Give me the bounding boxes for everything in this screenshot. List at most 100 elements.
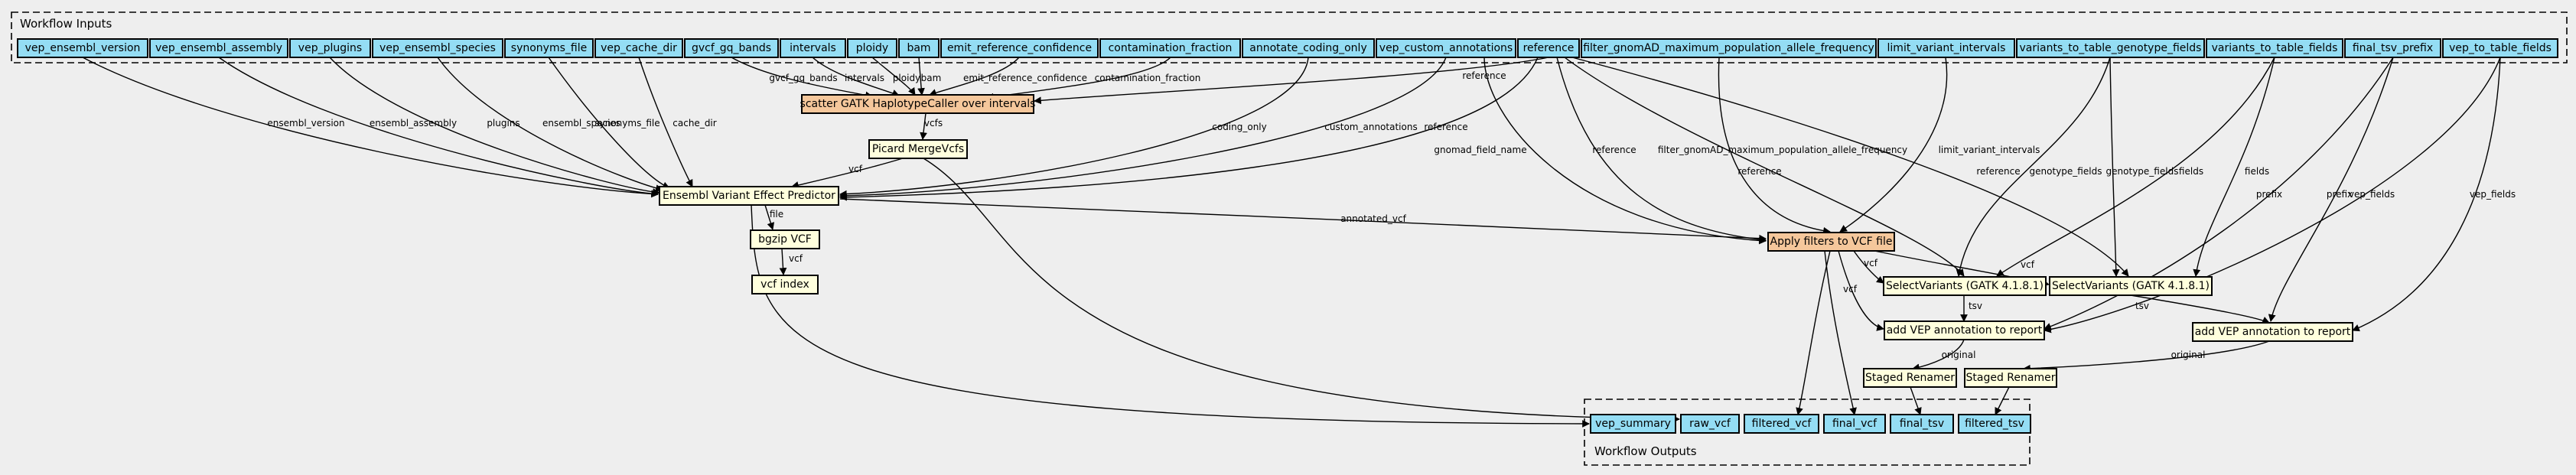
node-label: Staged Renamer (1966, 372, 2056, 384)
node-step-vcf-index[interactable]: vcf index (751, 275, 819, 294)
node-in-synonyms-file[interactable]: synonyms_file (504, 38, 594, 58)
edge-path (929, 57, 1020, 96)
edge-8 (871, 57, 916, 96)
node-box (801, 94, 1034, 114)
node-in-filter-gnomad[interactable]: filter_gnomAD_maximum_population_allele_… (1581, 38, 1877, 58)
edge-15 (839, 57, 1309, 198)
node-box (17, 38, 148, 58)
edge-32 (2268, 57, 2394, 322)
node-in-final-tsv-prefix[interactable]: final_tsv_prefix (2344, 38, 2441, 58)
edge-label-genotype-fields-2: genotype_fields (2106, 166, 2179, 177)
node-in-vep-cache-dir[interactable]: vep_cache_dir (594, 38, 683, 58)
node-step-mergevcfs[interactable]: Picard MergeVcfs (868, 139, 968, 159)
node-label: vep_ensembl_species (379, 42, 496, 54)
node-step-selectvariants-1[interactable]: SelectVariants (GATK 4.1.8.1) (1883, 276, 2047, 296)
node-out-filtered-vcf[interactable]: filtered_vcf (1744, 414, 1819, 434)
edge-12 (1034, 57, 1549, 105)
node-in-limit-variant-intervals[interactable]: limit_variant_intervals (1877, 38, 2015, 58)
node-in-annotate-coding-only[interactable]: annotate_coding_only (1242, 38, 1375, 58)
edge-0 (82, 57, 659, 198)
node-out-vep-summary[interactable]: vep_summary (1590, 414, 1676, 434)
node-out-filtered-tsv[interactable]: filtered_tsv (1958, 414, 2031, 434)
node-step-bgzip[interactable]: bgzip VCF (750, 229, 820, 249)
node-in-contamination-fraction[interactable]: contamination_fraction (1099, 38, 1241, 58)
edge-9 (917, 57, 925, 96)
edge-31 (2044, 57, 2394, 330)
edge-path (1853, 250, 1884, 284)
edge-path (1839, 57, 1948, 233)
edge-14 (791, 158, 904, 189)
node-label: synonyms_file (511, 42, 587, 54)
node-in-vep-ensembl-version[interactable]: vep_ensembl_version (17, 38, 148, 58)
node-box (2049, 276, 2213, 296)
node-box (940, 38, 1099, 58)
node-label: variants_to_table_fields (2212, 42, 2338, 54)
node-step-haplotypecaller[interactable]: scatter GATK HaplotypeCaller over interv… (800, 94, 1036, 114)
node-label: filter_gnomAD_maximum_population_allele_… (1583, 42, 1874, 54)
node-in-variants-to-table-genotype-fields[interactable]: variants_to_table_genotype_fields (2016, 38, 2205, 58)
node-step-renamer-2[interactable]: Staged Renamer (1964, 368, 2057, 388)
node-in-ploidy[interactable]: ploidy (847, 38, 897, 58)
edge-1 (218, 57, 659, 198)
node-box (1376, 38, 1516, 58)
node-in-variants-to-table-fields[interactable]: variants_to_table_fields (2206, 38, 2343, 58)
node-label: final_tsv (1900, 418, 1944, 430)
edge-label-ensembl-version: ensembl_version (267, 118, 344, 129)
node-step-renamer-1[interactable]: Staged Renamer (1863, 368, 1957, 388)
node-out-final-vcf[interactable]: final_vcf (1823, 414, 1886, 434)
node-label: SelectVariants (GATK 4.1.8.1) (1886, 280, 2044, 292)
edge-path (2352, 57, 2501, 332)
node-out-final-tsv[interactable]: final_tsv (1890, 414, 1954, 434)
edge-label-file: file (770, 209, 783, 220)
edge-33 (2044, 57, 2501, 333)
node-label: contamination_fraction (1109, 42, 1233, 54)
edge-path (329, 57, 660, 196)
node-in-vep-custom-annotations[interactable]: vep_custom_annotations (1376, 38, 1516, 58)
edge-26 (1839, 57, 1948, 233)
node-label: intervals (790, 42, 836, 54)
edge-5 (638, 57, 693, 187)
node-in-bam[interactable]: bam (898, 38, 940, 58)
node-box (1883, 276, 2047, 296)
node-in-intervals[interactable]: intervals (780, 38, 846, 58)
edge-24 (1564, 57, 1965, 277)
node-box (1958, 414, 2031, 434)
edge-path (1996, 57, 2275, 277)
node-in-vep-plugins[interactable]: vep_plugins (289, 38, 371, 58)
edge-label-coding-only: coding_only (1212, 122, 1267, 132)
node-step-add-vep-1[interactable]: add VEP annotation to report (1884, 320, 2045, 340)
node-box (149, 38, 288, 58)
node-in-vep-ensembl-assembly[interactable]: vep_ensembl_assembly (149, 38, 288, 58)
node-step-add-vep-2[interactable]: add VEP annotation to report (2192, 322, 2353, 342)
node-in-gvcf-gq-bands[interactable]: gvcf_gq_bands (684, 38, 779, 58)
workflow-outputs-title: Workflow Outputs (1594, 444, 1697, 458)
node-label: vcf index (760, 278, 809, 291)
node-step-vep[interactable]: Ensembl Variant Effect Predictor (659, 186, 839, 206)
edge-path (839, 57, 1309, 198)
edge-16 (839, 57, 1447, 200)
node-box (780, 38, 846, 58)
edge-path (2268, 57, 2394, 322)
edge-path (839, 57, 1447, 200)
node-in-emit-reference-confidence[interactable]: emit_reference_confidence (940, 38, 1099, 58)
edge-label-original-1: original (1942, 350, 1976, 360)
node-out-raw-vcf[interactable]: raw_vcf (1680, 414, 1740, 434)
edge-label-limit-variant-intervals: limit_variant_intervals (1939, 145, 2040, 155)
edge-label-reference-af: reference (1592, 145, 1636, 155)
node-label: Staged Renamer (1865, 372, 1955, 384)
edge-40 (1912, 339, 1965, 372)
edge-label-fields-2: fields (2245, 166, 2269, 177)
node-in-vep-ensembl-species[interactable]: vep_ensembl_species (372, 38, 503, 58)
node-step-apply-filters[interactable]: Apply filters to VCF file (1767, 232, 1895, 252)
edge-label-cache-dir: cache_dir (672, 118, 716, 129)
node-step-selectvariants-2[interactable]: SelectVariants (GATK 4.1.8.1) (2049, 276, 2213, 296)
edge-21 (1483, 57, 1767, 245)
node-in-vep-to-table-fields[interactable]: vep_to_table_fields (2442, 38, 2558, 58)
edge-path (2044, 57, 2394, 330)
edge-path (839, 198, 1767, 242)
node-box (659, 186, 839, 206)
node-in-reference[interactable]: reference (1517, 38, 1580, 58)
node-label: SelectVariants (GATK 4.1.8.1) (2052, 280, 2210, 292)
edge-path (437, 57, 663, 192)
